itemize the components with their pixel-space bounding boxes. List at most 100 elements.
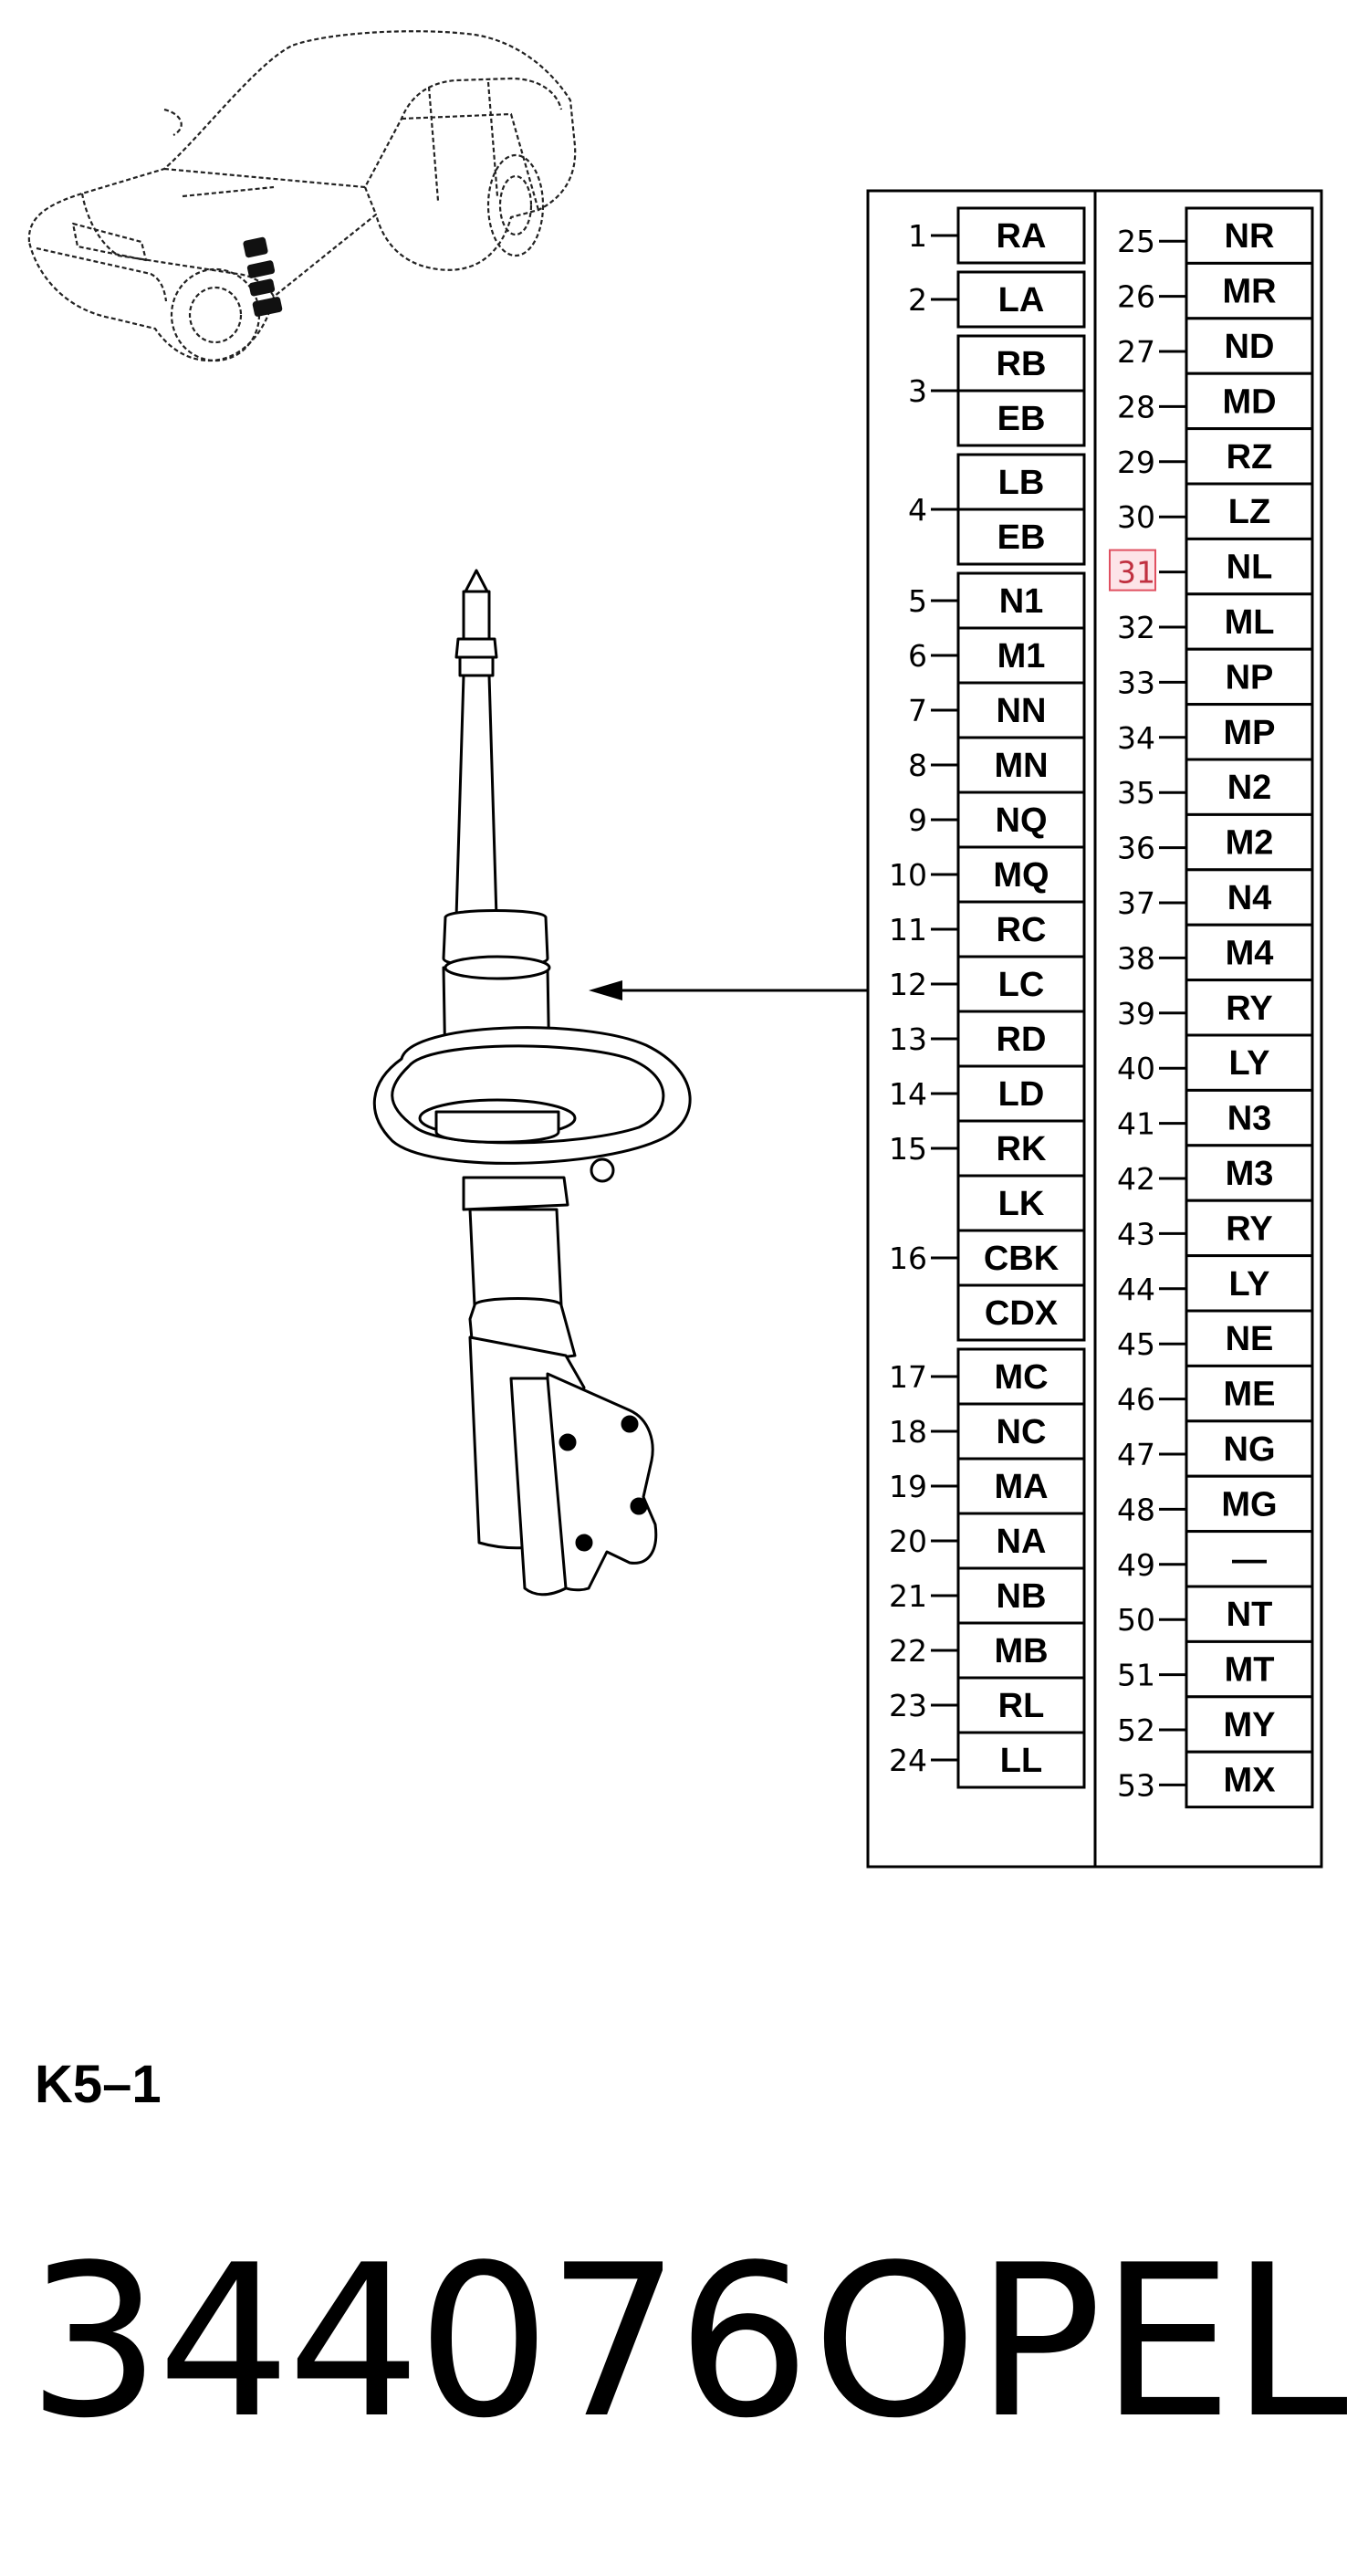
code-box [1185, 703, 1314, 761]
code-box [956, 389, 1086, 447]
row-number: 19 [889, 1469, 927, 1504]
code-label: ML [1225, 603, 1275, 642]
code-label: MR [1222, 273, 1276, 311]
code-box [956, 453, 1086, 511]
code-label: NR [1225, 217, 1275, 256]
code-label: N3 [1227, 1100, 1272, 1138]
row-number: 32 [1117, 610, 1155, 645]
code-box [1185, 537, 1314, 596]
row-number: 22 [889, 1633, 927, 1669]
row-number: 4 [908, 492, 927, 528]
strut-illustration [372, 569, 692, 1597]
code-row-15: RK 15 [889, 1119, 1086, 1178]
code-label: RB [997, 345, 1047, 383]
part-number: 344076 [27, 2221, 810, 2465]
code-row-6: M16 [908, 626, 1086, 685]
pointer-arrow [589, 980, 869, 1000]
code-box [956, 1566, 1086, 1625]
code-box [1185, 812, 1314, 872]
code-label: LL [1000, 1742, 1042, 1780]
code-box [956, 1621, 1086, 1680]
code-box [956, 334, 1086, 393]
code-label: EB [997, 400, 1046, 438]
code-label: RY [1226, 1209, 1272, 1248]
row-number: 41 [1117, 1106, 1155, 1142]
code-box [956, 1676, 1086, 1734]
row-number: 16 [889, 1241, 927, 1276]
car-strut-highlight [243, 236, 283, 317]
code-row-49: —49 [1117, 1530, 1314, 1588]
code-box [956, 1347, 1086, 1406]
row-number: 46 [1117, 1382, 1155, 1418]
code-row-22: MB 22 [889, 1621, 1086, 1680]
code-label: CBK [984, 1240, 1060, 1278]
code-label: RK [997, 1130, 1047, 1168]
code-box [1185, 427, 1314, 486]
code-label: N2 [1227, 769, 1272, 807]
code-box [1185, 1474, 1314, 1534]
row-number: 38 [1117, 940, 1155, 976]
row-number: 8 [908, 748, 927, 783]
row-number: 15 [889, 1131, 927, 1167]
code-row-3: RB EB 3 [908, 334, 1086, 447]
row-number: 13 [889, 1021, 927, 1057]
code-box [956, 791, 1086, 849]
row-number: 3 [908, 373, 927, 409]
row-number: 43 [1117, 1216, 1155, 1251]
code-row-25: NR 25 [1117, 206, 1314, 265]
code-label: MC [994, 1358, 1048, 1397]
code-box [956, 1174, 1086, 1232]
row-number: 39 [1117, 996, 1155, 1031]
code-box [1185, 1144, 1314, 1202]
row-number: 14 [889, 1076, 927, 1112]
row-number: 44 [1117, 1272, 1155, 1307]
code-box [1185, 758, 1314, 816]
code-box [1185, 1419, 1314, 1478]
code-label: LD [998, 1075, 1045, 1114]
row-number: 45 [1117, 1326, 1155, 1362]
code-label: — [1232, 1541, 1267, 1579]
code-row-5: N15 [908, 571, 1086, 630]
code-label: MA [994, 1468, 1048, 1506]
code-label: MT [1225, 1651, 1275, 1690]
code-label: LC [998, 966, 1045, 1004]
code-label: M2 [1226, 824, 1274, 863]
row-number: 6 [908, 638, 927, 674]
code-label: NB [997, 1577, 1047, 1616]
code-label: LK [998, 1185, 1045, 1223]
code-box [956, 626, 1086, 685]
row-number: 27 [1117, 334, 1155, 370]
code-label: MY [1224, 1706, 1276, 1744]
row-number: 12 [889, 967, 927, 1002]
page-code: K5–1 [35, 2055, 162, 2114]
row-number: 1 [908, 218, 927, 254]
car-locator-illustration [27, 30, 577, 362]
code-label: NT [1227, 1596, 1273, 1634]
code-label: MB [994, 1632, 1048, 1670]
row-number: 18 [889, 1414, 927, 1450]
code-box [956, 1010, 1086, 1068]
code-label: NQ [996, 801, 1048, 840]
code-row-12: LC 12 [889, 955, 1086, 1013]
code-box [956, 508, 1086, 566]
code-table-right-column: NR25MR26ND27MD28RZ29LZ30NL31ML32NP33MP34… [1109, 206, 1314, 1809]
row-number: 25 [1117, 224, 1155, 259]
code-label: ND [1225, 328, 1275, 366]
row-number: 53 [1117, 1767, 1155, 1803]
